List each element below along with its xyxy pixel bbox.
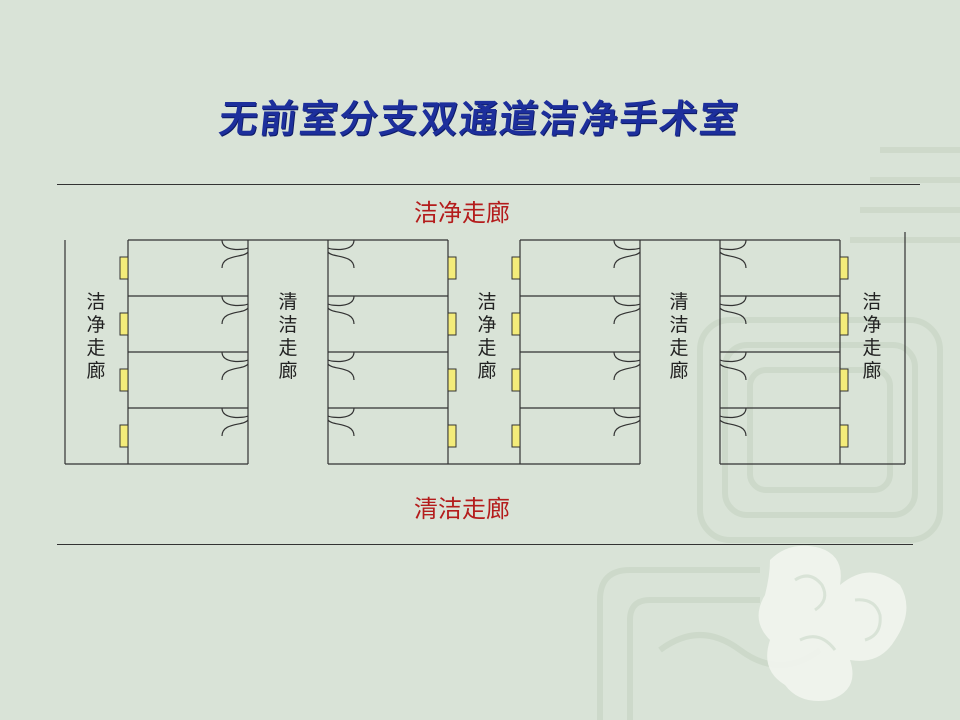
door-swing-arc: [327, 307, 355, 325]
corridor-label-bottom: 清洁走廊: [414, 495, 510, 523]
bottom-divider: [57, 544, 913, 545]
door-swing-arc: [327, 251, 355, 269]
door-marker: [839, 368, 849, 392]
door-swing-arc: [221, 419, 249, 437]
door-marker: [447, 312, 457, 336]
door-swing-arc: [221, 363, 249, 381]
door-marker: [447, 368, 457, 392]
door-swing-arc: [221, 295, 249, 307]
door-marker: [839, 256, 849, 280]
door-swing-arc: [613, 239, 641, 251]
door-marker: [119, 256, 129, 280]
door-swing-arc: [613, 351, 641, 363]
door-swing-arc: [613, 307, 641, 325]
door-swing-arc: [719, 419, 747, 437]
door-marker: [447, 424, 457, 448]
door-marker: [119, 312, 129, 336]
door-marker: [839, 312, 849, 336]
vertical-label-3: 洁净走廊: [477, 291, 497, 382]
door-swing-arc: [221, 239, 249, 251]
door-swing-arc: [327, 295, 355, 307]
door-marker: [839, 424, 849, 448]
corridor-label-top: 洁净走廊: [414, 199, 510, 227]
door-swing-arc: [613, 363, 641, 381]
door-swing-arc: [221, 407, 249, 419]
door-marker: [511, 368, 521, 392]
door-swing-arc: [613, 419, 641, 437]
door-swing-arc: [327, 351, 355, 363]
vertical-label-2: 清洁走廊: [278, 291, 298, 382]
door-swing-arc: [327, 407, 355, 419]
door-swing-arc: [221, 351, 249, 363]
door-swing-arc: [719, 295, 747, 307]
door-swing-arc: [719, 363, 747, 381]
door-swing-arc: [719, 239, 747, 251]
vertical-label-1: 洁净走廊: [86, 291, 106, 382]
door-swing-arc: [221, 307, 249, 325]
door-swing-arc: [719, 351, 747, 363]
door-marker: [511, 256, 521, 280]
door-marker: [511, 424, 521, 448]
door-marker: [119, 368, 129, 392]
door-swing-arc: [327, 363, 355, 381]
vertical-label-4: 清洁走廊: [669, 291, 689, 382]
door-swing-arc: [613, 407, 641, 419]
vertical-label-5: 洁净走廊: [862, 291, 882, 382]
door-swing-arc: [327, 239, 355, 251]
door-marker: [447, 256, 457, 280]
top-divider: [57, 184, 920, 185]
door-swing-arc: [613, 251, 641, 269]
door-swing-arc: [221, 251, 249, 269]
door-swing-arc: [719, 407, 747, 419]
door-swing-arc: [719, 251, 747, 269]
door-swing-arc: [719, 307, 747, 325]
dragon-emblem: [758, 545, 907, 701]
door-marker: [511, 312, 521, 336]
door-swing-arc: [613, 295, 641, 307]
door-marker: [119, 424, 129, 448]
door-swing-arc: [327, 419, 355, 437]
